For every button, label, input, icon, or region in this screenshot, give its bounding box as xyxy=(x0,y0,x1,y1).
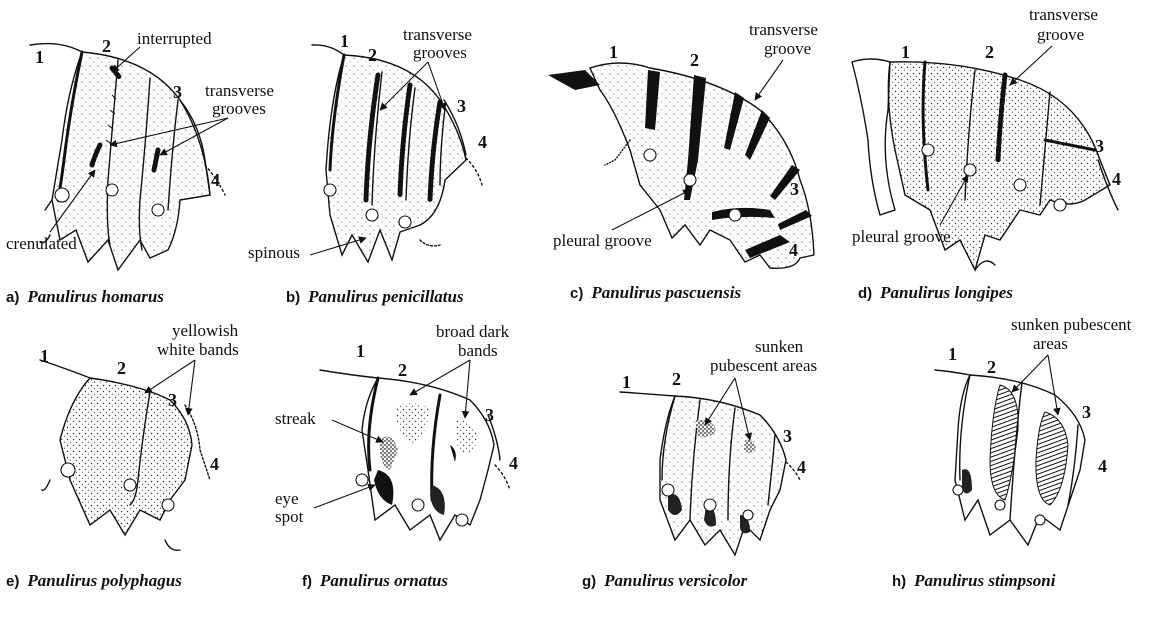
panel-d-label-transverse: transverse xyxy=(1029,5,1098,24)
panel-e-arrow-band-2 xyxy=(188,360,195,415)
panel-f-arrow-eye-spot xyxy=(314,485,375,508)
panel-e-segment-3: 3 xyxy=(168,390,177,410)
panel-d-label-pleural: pleural groove xyxy=(852,227,951,246)
panel-c-arrow-transverse xyxy=(755,60,783,100)
panel-h-drawing xyxy=(935,370,1085,545)
panel-e-segment-4: 4 xyxy=(210,454,219,474)
panel-a-segment-3: 3 xyxy=(173,82,182,102)
panel-a-label-crenulated: crenulated xyxy=(6,234,77,253)
panel-e-segment-2: 2 xyxy=(117,358,126,378)
panel-b-drawing xyxy=(312,45,482,262)
panel-c-label-groove: groove xyxy=(764,39,811,58)
panel-g: 1 2 3 4 sunken pubescent areas g) Panuli… xyxy=(582,337,817,590)
panel-g-segment-1: 1 xyxy=(622,372,631,392)
panel-a-label-transverse: transverse xyxy=(205,81,274,100)
panel-e-caption-species: Panulirus polyphagus xyxy=(26,571,182,590)
panel-g-segment-2: 2 xyxy=(672,369,681,389)
panel-b-segment-2: 2 xyxy=(368,45,377,65)
panel-g-segment-3: 3 xyxy=(783,426,792,446)
panel-h: 1 2 3 4 sunken pubescent areas h) Panuli… xyxy=(892,315,1132,590)
panel-e-label-yellowish: yellowish xyxy=(172,321,239,340)
panel-a-label-grooves: grooves xyxy=(212,99,266,118)
panel-h-caption-prefix: h) xyxy=(892,573,906,590)
panel-d-label-groove: groove xyxy=(1037,25,1084,44)
panel-h-segment-4: 4 xyxy=(1098,456,1107,476)
panel-e-caption: e) Panulirus polyphagus xyxy=(6,571,182,590)
panel-b-segment-1: 1 xyxy=(340,31,349,51)
panel-f-segment-2: 2 xyxy=(398,360,407,380)
panel-c-label-pleural: pleural groove xyxy=(553,231,652,250)
panel-a-segment-4: 4 xyxy=(211,170,220,190)
panel-g-label-pubescent-areas: pubescent areas xyxy=(710,356,817,375)
panel-f-caption-species: Panulirus ornatus xyxy=(319,571,448,590)
panel-c: 1 2 3 4 transverse groove pleural groove… xyxy=(548,20,818,302)
panel-f-drawing xyxy=(320,370,510,540)
panel-a-label-interrupted: interrupted xyxy=(137,29,212,48)
panel-a-caption-prefix: a) xyxy=(6,289,19,306)
panel-a-caption: a) Panulirus homarus xyxy=(6,287,164,306)
panel-f-segment-1: 1 xyxy=(356,341,365,361)
panel-c-segment-3: 3 xyxy=(790,179,799,199)
panel-c-caption-species: Panulirus pascuensis xyxy=(590,283,741,302)
panel-c-segment-4: 4 xyxy=(789,240,798,260)
panel-b: 1 2 3 4 transverse grooves spinous b) Pa… xyxy=(248,25,487,306)
panel-b-caption: b) Panulirus penicillatus xyxy=(286,287,464,306)
panel-h-label-areas: areas xyxy=(1033,334,1068,353)
panel-e-caption-prefix: e) xyxy=(6,573,19,590)
panel-a-caption-species: Panulirus homarus xyxy=(26,287,164,306)
panel-b-label-grooves: grooves xyxy=(413,43,467,62)
panel-e-arrow-band-1 xyxy=(145,360,195,393)
panel-b-segment-4: 4 xyxy=(478,132,487,152)
panel-h-caption: h) Panulirus stimpsoni xyxy=(892,571,1056,590)
panel-h-segment-1: 1 xyxy=(948,344,957,364)
panel-d-arrow-transverse xyxy=(1010,46,1052,85)
panel-a-segment-1: 1 xyxy=(35,47,44,67)
panel-d-caption-prefix: d) xyxy=(858,285,872,302)
panel-d-segment-2: 2 xyxy=(985,42,994,62)
panel-f-caption: f) Panulirus ornatus xyxy=(302,571,448,590)
panel-g-segment-4: 4 xyxy=(797,457,806,477)
panel-f-segment-4: 4 xyxy=(509,453,518,473)
panel-f-label-streak: streak xyxy=(275,409,316,428)
panel-f-caption-prefix: f) xyxy=(302,573,312,590)
panel-g-label-sunken: sunken xyxy=(755,337,804,356)
panel-c-caption-prefix: c) xyxy=(570,285,583,302)
panel-f-segment-3: 3 xyxy=(485,405,494,425)
panel-c-segment-2: 2 xyxy=(690,50,699,70)
panel-f: 1 2 3 4 broad dark bands streak eye spot… xyxy=(275,322,518,590)
panel-d: 1 2 3 4 transverse groove pleural groove… xyxy=(852,5,1121,302)
panel-c-label-transverse: transverse xyxy=(749,20,818,39)
panel-b-caption-prefix: b) xyxy=(286,289,300,306)
panel-f-label-broad-dark: broad dark xyxy=(436,322,510,341)
panel-b-label-spinous: spinous xyxy=(248,243,300,262)
panel-f-label-bands: bands xyxy=(458,341,498,360)
panel-h-label-sunken-pubescent: sunken pubescent xyxy=(1011,315,1132,334)
panel-b-caption-species: Panulirus penicillatus xyxy=(307,287,464,306)
panel-b-label-transverse: transverse xyxy=(403,25,472,44)
panel-c-caption: c) Panulirus pascuensis xyxy=(570,283,741,302)
panel-d-caption-species: Panulirus longipes xyxy=(879,283,1013,302)
panel-e-drawing xyxy=(40,360,210,550)
panel-g-caption-prefix: g) xyxy=(582,573,596,590)
panel-e-segment-1: 1 xyxy=(40,346,49,366)
panel-d-caption: d) Panulirus longipes xyxy=(858,283,1013,302)
panel-h-segment-3: 3 xyxy=(1082,402,1091,422)
panel-d-segment-3: 3 xyxy=(1095,136,1104,156)
panel-e: 1 2 3 4 yellowish white bands e) Panulir… xyxy=(6,321,239,590)
panel-d-segment-4: 4 xyxy=(1112,169,1121,189)
panel-d-segment-1: 1 xyxy=(901,42,910,62)
panel-g-caption-species: Panulirus versicolor xyxy=(603,571,747,590)
panel-h-caption-species: Panulirus stimpsoni xyxy=(913,571,1056,590)
panel-a: 1 2 3 4 interrupted transverse grooves c… xyxy=(6,29,274,306)
panel-b-segment-3: 3 xyxy=(457,96,466,116)
panel-f-label-spot: spot xyxy=(275,507,304,526)
panel-f-label-eye: eye xyxy=(275,489,299,508)
panel-g-caption: g) Panulirus versicolor xyxy=(582,571,748,590)
panel-c-segment-1: 1 xyxy=(609,42,618,62)
panel-a-segment-2: 2 xyxy=(102,36,111,56)
panel-e-label-white-bands: white bands xyxy=(157,340,239,359)
panel-h-segment-2: 2 xyxy=(987,357,996,377)
